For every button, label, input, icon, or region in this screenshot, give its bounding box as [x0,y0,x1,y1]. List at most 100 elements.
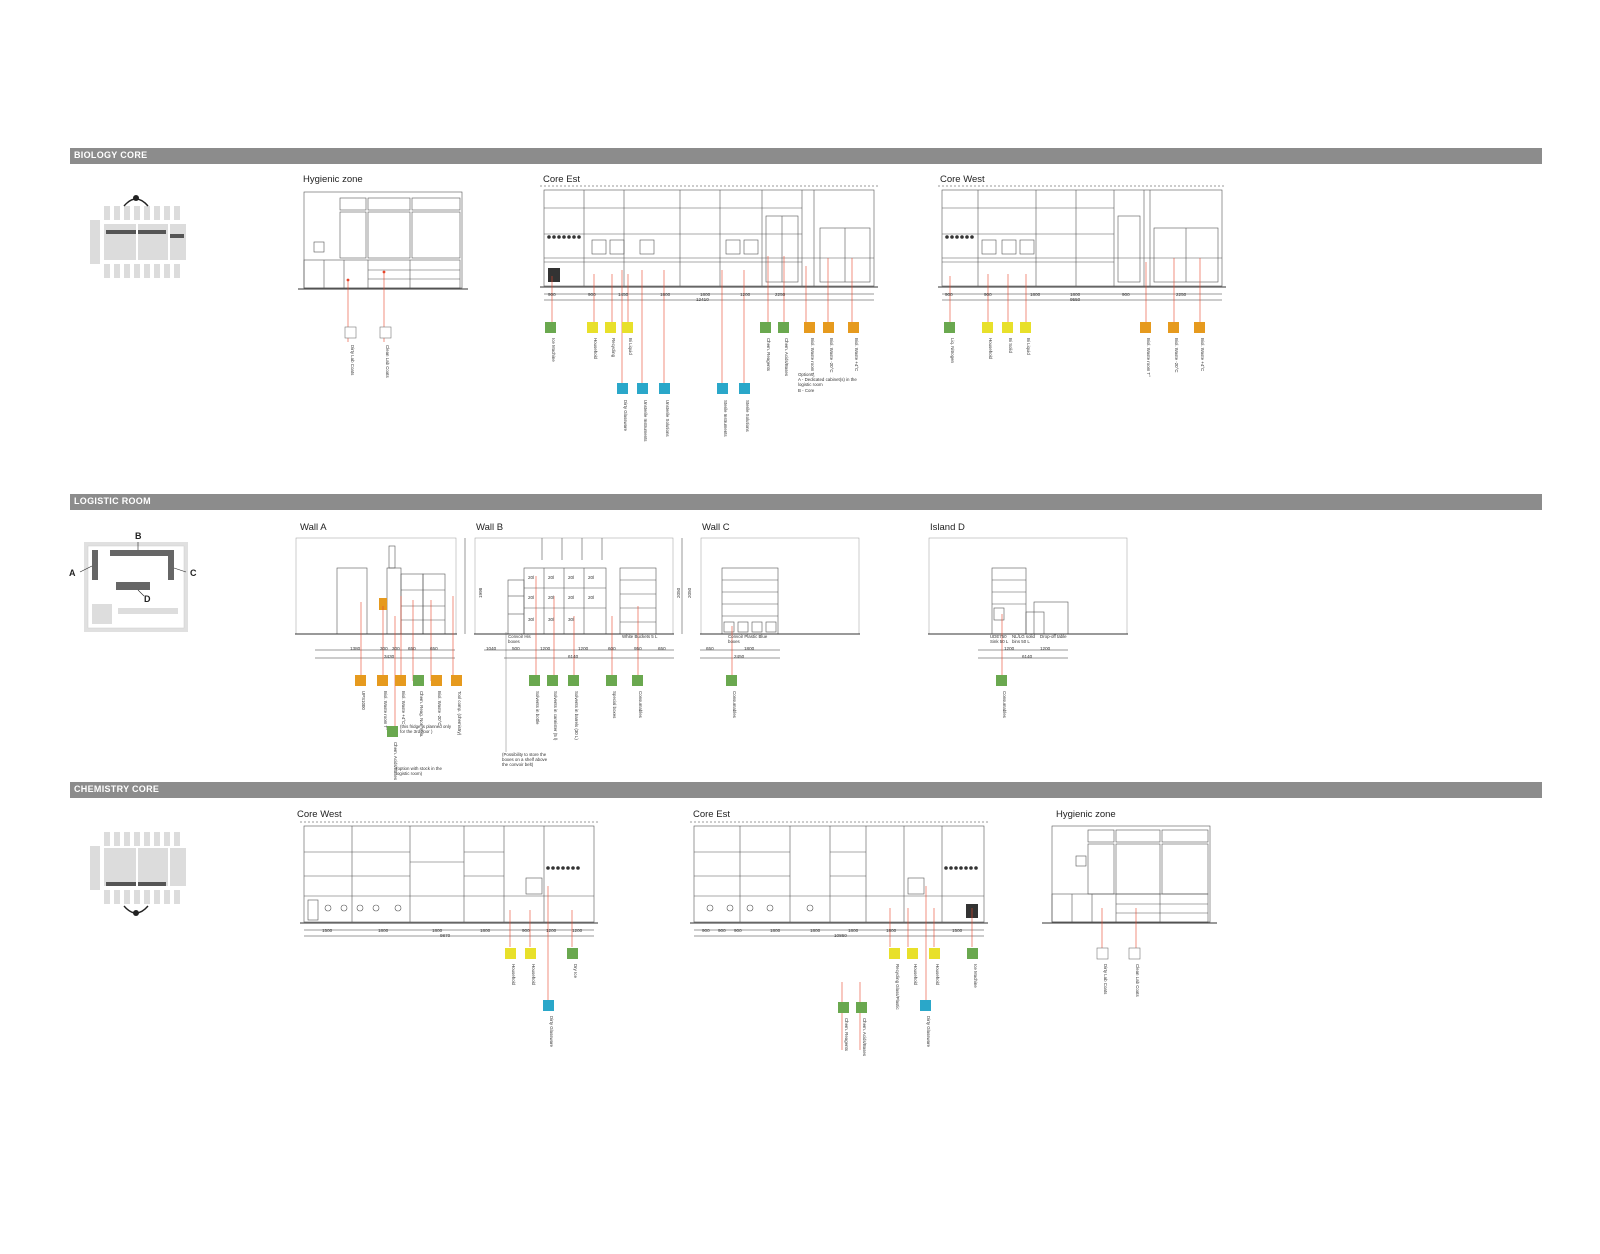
island-d-elevation [928,537,1128,681]
wall-a-elevation [295,537,466,726]
wall-a-label-2: Biol. Waste +4°C [401,691,406,725]
wall-b-dim-1: 500 [512,646,520,651]
bio-core-west-dim-4: 900 [1122,292,1130,297]
recycling-icon [605,322,616,333]
wall-b-bin-5: 20l [548,595,555,600]
wall-c-dim-0: 650 [706,646,714,651]
wall-c-elevation [700,537,860,681]
solvent-cannister-icon [547,675,558,686]
chem-est-label-0: Recycling Glass/Plastic [895,964,900,1010]
clean-coat-icon [379,326,392,339]
wall-b-bin-0: 20l [528,575,535,580]
bio-est-label-4: Chem. Reagents [766,338,771,371]
chem-core-est-dim-1: 900 [718,928,726,933]
wall-b-bin-1: 20l [548,575,555,580]
wall-a-label-0: UPS1000 [361,691,366,710]
sterile-solutions-icon [739,383,750,394]
chem-west-bottom-icons [543,1000,554,1011]
wall-a-dim-1: 300 [380,646,388,651]
bio-core-est-dim-6: 2250 [775,292,786,297]
wall-b-dim-5: 950 [634,646,642,651]
bio-est-label-8: Biol. Waste +4°C [854,338,859,372]
chem-est-side-icons [838,1002,867,1013]
chem-hyg-label-0: Dirty Lab Coats [1103,964,1108,995]
chem-core-est-elevation [690,821,988,1050]
household-icon [505,948,516,959]
biohazard-liquid-icon [1020,322,1031,333]
wall-b-label-1: Solvents in cannister (5 l) [553,691,558,741]
tool-comp-icon [451,675,462,686]
waste-plus4-icon [848,322,859,333]
bio-est-bottom-label-4: Sterile Solutions [745,400,750,432]
island-d-dim-1: 1200 [1040,646,1051,651]
wall-b-label-4: Consumables [638,691,643,718]
wall-a-icons [355,675,462,686]
wall-a-dim-0: 1380 [350,646,361,651]
bio-core-est-elevation [540,185,878,391]
bio-core-west-dim-1: 900 [984,292,992,297]
island-d-total: 6140 [1022,654,1033,659]
wall-c-title: Wall C [702,522,730,533]
bio-core-est-dim-3: 1800 [660,292,671,297]
section-header-logistic: LOGISTIC ROOM [70,494,1542,510]
bio-est-bottom-label-2: Unsterile Solutions [665,400,670,437]
chem-core-west-dim-1: 1800 [378,928,389,933]
wall-b-side-height: 2050 [687,587,692,598]
biohazard-liquid-icon [622,322,633,333]
wall-b-bin-9: 30l [548,617,555,622]
wall-b-height: 2050 [676,587,681,598]
island-d-icons [996,675,1007,686]
chem-est-side-label-0: Chem. Reagents [844,1018,849,1051]
bio-core-est-dim-2: 1450 [618,292,629,297]
keyplan-label-a: A [69,568,76,578]
keyplan-label-c: C [190,568,197,578]
bio-est-bottom-label-3: Sterile Instruments [723,400,728,437]
chem-core-west-dim-0: 1500 [322,928,333,933]
chem-core-west-icons [505,948,578,959]
waste-plus4-icon [1194,322,1205,333]
wall-b-dim-3: 1200 [578,646,589,651]
bio-est-bottom-label-1: Unsterile Instruments [643,400,648,442]
chem-acids-icon [778,322,789,333]
wall-c-icons [726,675,737,686]
wall-b-title: Wall B [476,522,504,533]
bio-west-label-1: Household [988,338,993,359]
wall-b-label-0: Solvents in bottle [535,691,540,725]
wall-c-total: 2450 [734,654,745,659]
chem-core-est-dim-7: 1500 [952,928,963,933]
bio-core-west-dim-5: 2250 [1176,292,1187,297]
clean-coat-icon [1128,947,1141,960]
wall-b-caption-1: White Buckets 5 L [622,634,658,639]
consumables-icon [996,675,1007,686]
dry-ice-icon [567,948,578,959]
wall-b-dim-2: 1200 [540,646,551,651]
wall-a-label-4: Biol. Waste -20°C [437,691,442,726]
consumables-icon [632,675,643,686]
ice-machine-icon [967,948,978,959]
sterile-instruments-icon [717,383,728,394]
bio-hygienic-elevation [298,191,468,342]
wall-b-bin-10: 30l [568,617,575,622]
bio-west-label-6: Biol. Waste +4°C [1200,338,1205,372]
island-d-dim-0: 1200 [1004,646,1015,651]
chem-hygienic-elevation [1042,825,1217,948]
chem-core-west-title: Core West [297,809,342,820]
chem-non-volatile-icon [413,675,424,686]
bio-est-bottom-label-0: Dirty Glassware [623,400,628,431]
waste-plus4-icon [395,675,406,686]
wall-b-total: 6140 [568,654,579,659]
special-boxes-icon [606,675,617,686]
household-icon [587,322,598,333]
bio-core-west-title: Core West [940,174,985,185]
chem-core-est-title: Core Est [693,809,730,820]
chem-est-label-2: Household [935,964,940,985]
wall-b-dim-4: 600 [608,646,616,651]
wall-a-total: 3430 [384,654,395,659]
island-d-title: Island D [930,522,965,533]
bio-core-west-icons [944,322,1205,333]
bio-core-west-dim-0: 900 [945,292,953,297]
wall-b-bin-8: 30l [528,617,535,622]
bio-core-est-dim-4: 1800 [700,292,711,297]
biohazard-solid-icon [1002,322,1013,333]
solvent-bottle-icon [529,675,540,686]
